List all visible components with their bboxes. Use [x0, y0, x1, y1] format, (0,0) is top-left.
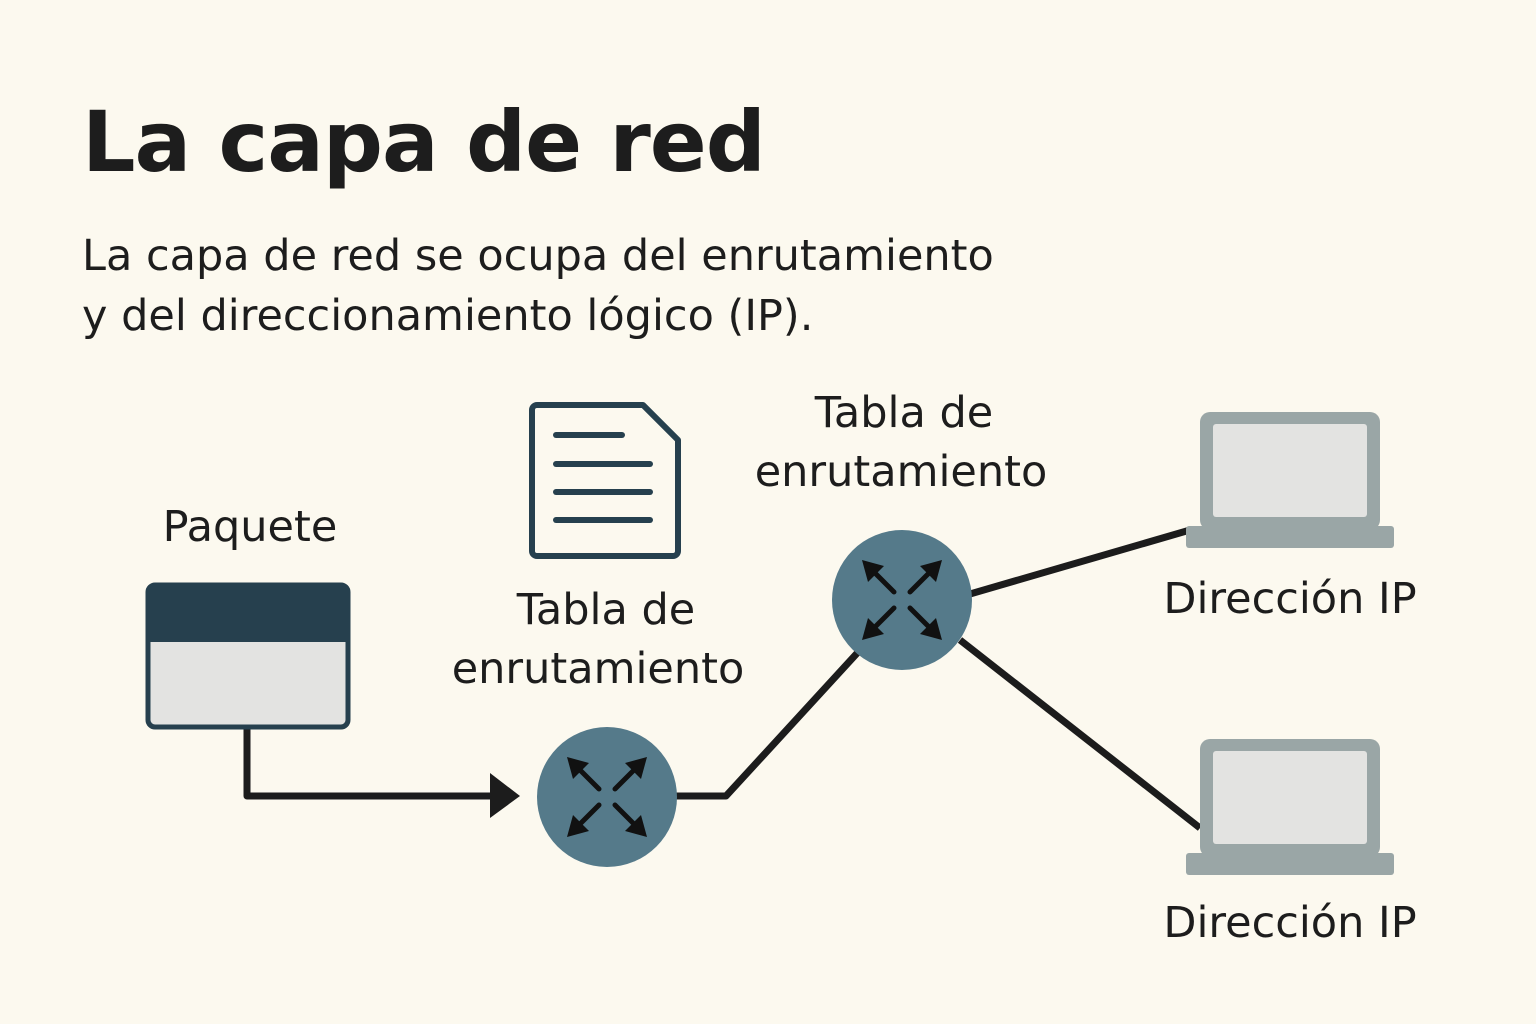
packet-icon — [145, 582, 351, 730]
host-top-label: Dirección IP — [1163, 574, 1416, 624]
router-to-host-bottom-line — [957, 637, 1203, 831]
router-left-label-line-2: enrutamiento — [452, 644, 745, 694]
page-title: La capa de red — [82, 93, 766, 191]
router-right-label-line-2: enrutamiento — [755, 447, 1048, 497]
router-left-label-line-1: Tabla de — [516, 585, 696, 635]
router-right-label-line-1: Tabla de — [814, 388, 994, 438]
page-subtitle: La capa de red se ocupa del enrutamiento… — [82, 226, 994, 346]
router-to-host-top-line — [969, 526, 1191, 598]
subtitle-line-1: La capa de red se ocupa del enrutamiento — [82, 231, 994, 281]
packet-to-router-line — [243, 728, 495, 800]
subtitle-line-2: y del direccionamiento lógico (IP). — [82, 291, 814, 341]
laptop-bottom-icon — [1186, 739, 1394, 875]
packet-label: Paquete — [163, 502, 338, 552]
document-icon — [529, 402, 681, 559]
router-right-icon — [832, 530, 972, 670]
host-bottom-label: Dirección IP — [1163, 898, 1416, 948]
laptop-top-icon — [1186, 412, 1394, 548]
packet-arrow-head-icon — [490, 773, 520, 818]
router-to-router-line — [676, 647, 863, 800]
connection-lines — [243, 526, 1203, 831]
router-left-icon — [537, 727, 677, 867]
